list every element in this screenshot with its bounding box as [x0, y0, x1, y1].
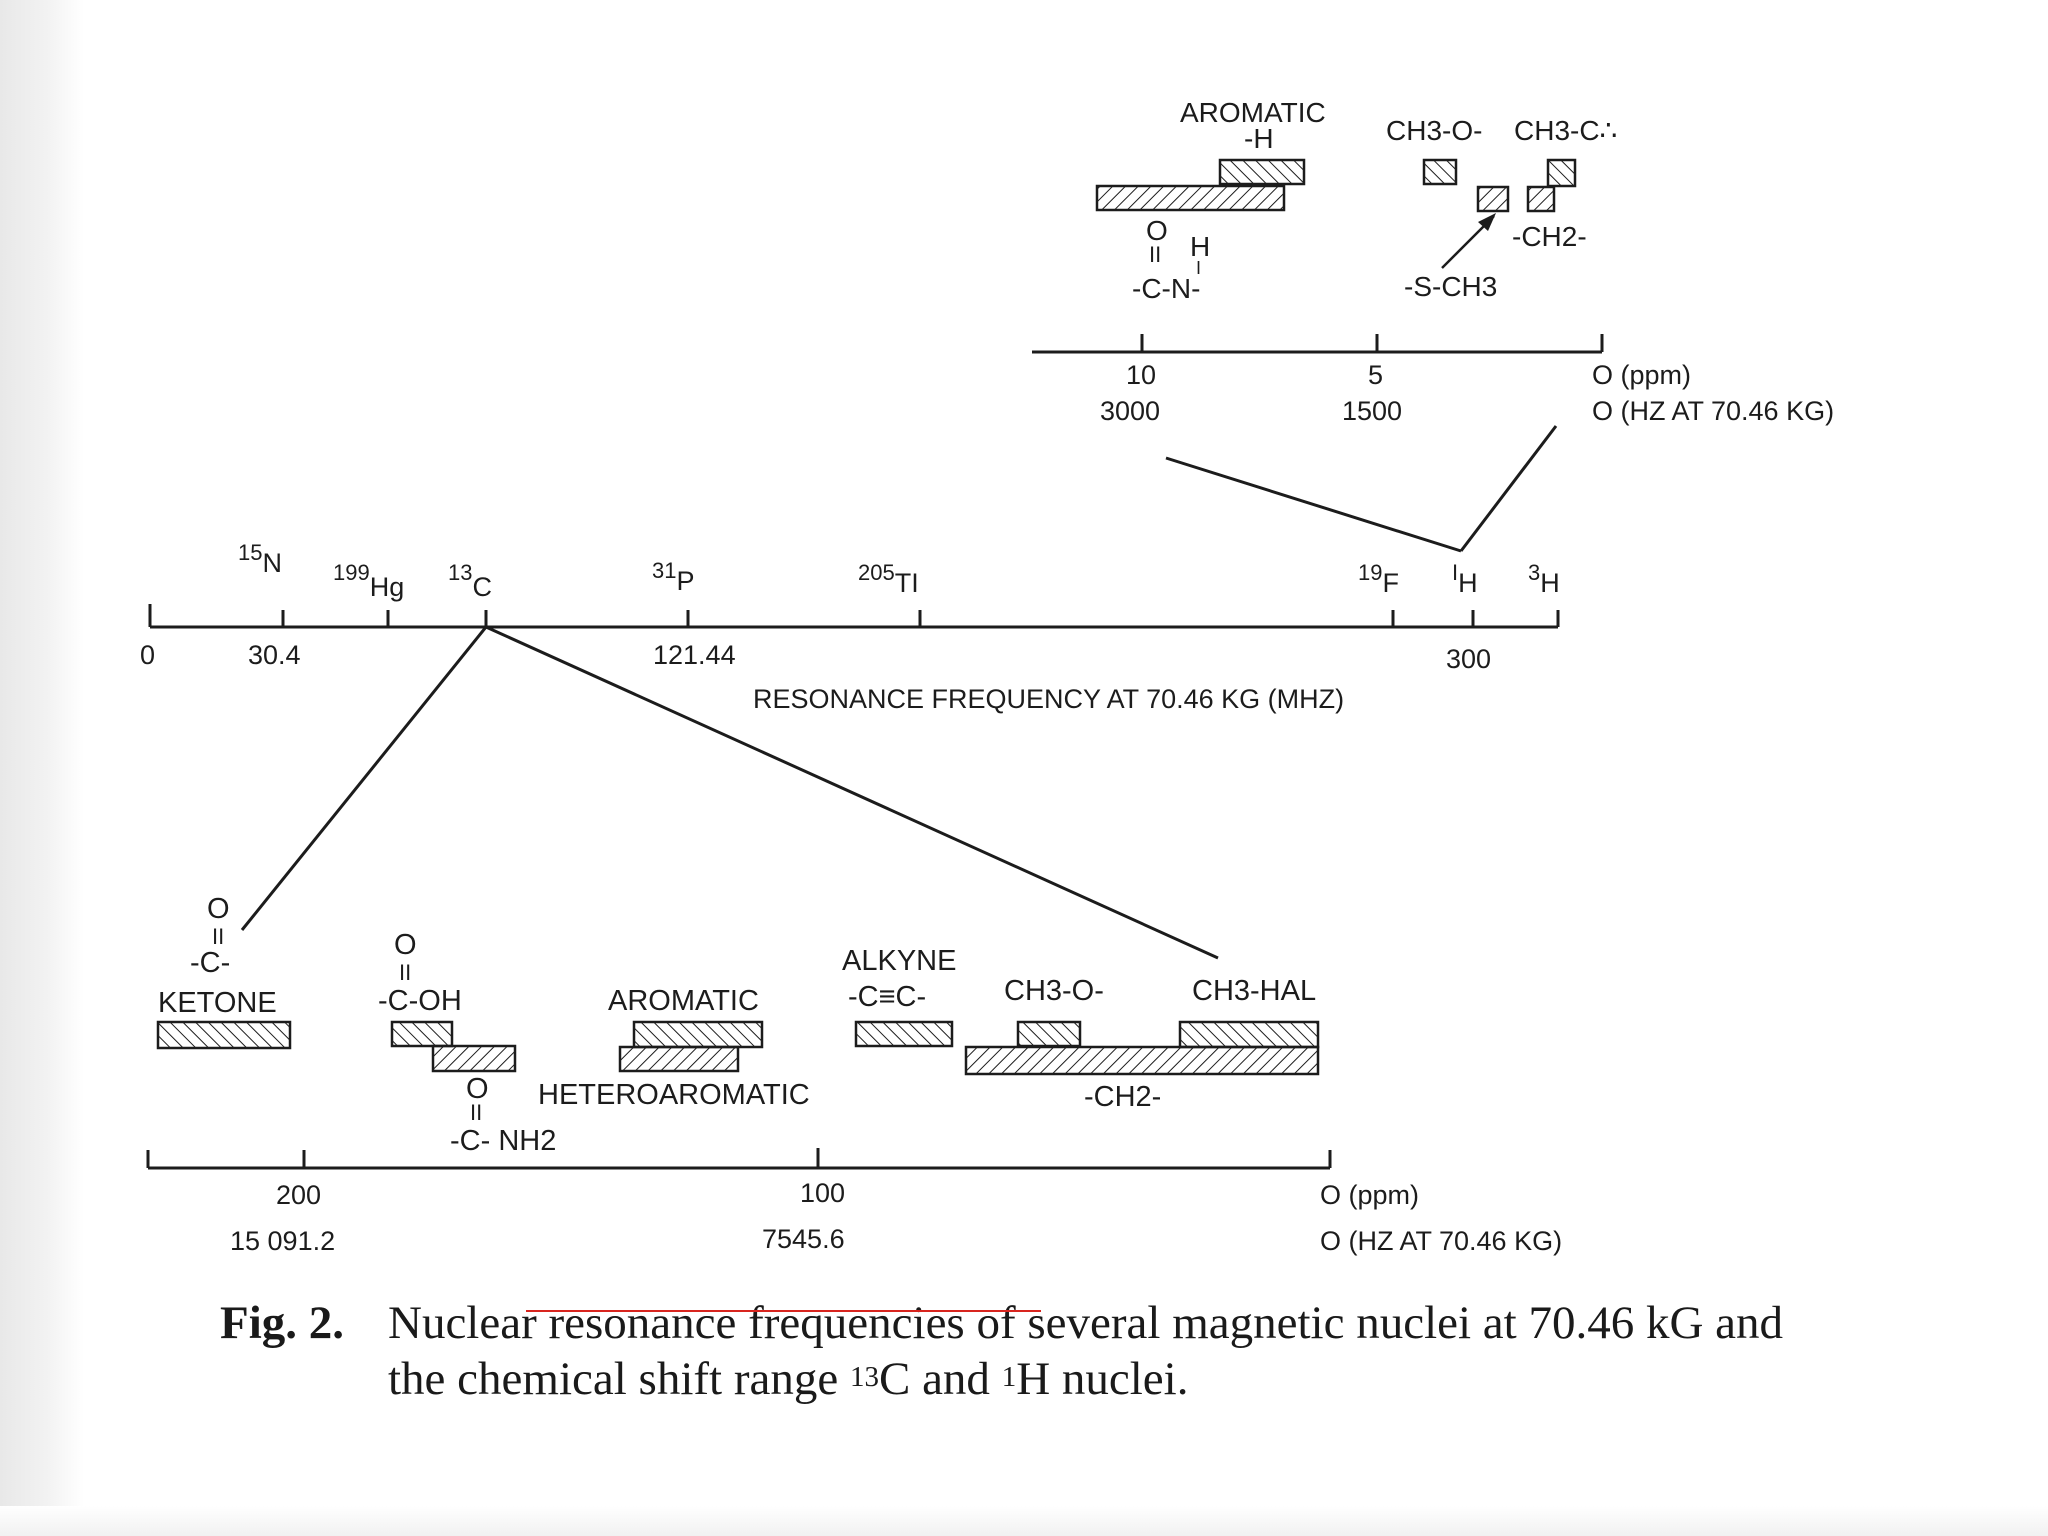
c13-amide-o: O	[466, 1073, 489, 1105]
c13-amide-dbl: II	[470, 1100, 482, 1125]
c13-ch3hal-bar	[1178, 1020, 1320, 1049]
c13-amide-label: -C- NH2	[450, 1125, 556, 1157]
c13-tick-hz0: O (HZ AT 70.46 KG)	[1320, 1226, 1562, 1256]
h1-ch3c-box	[1546, 158, 1577, 188]
nucleus-p31: 31P	[652, 558, 695, 596]
c13-tick-ppm0: O (ppm)	[1320, 1180, 1419, 1210]
nucleus-c13: 13C	[448, 560, 492, 602]
h1-amide-hbond: I	[1196, 258, 1201, 278]
c13-cooh-label: -C-OH	[378, 985, 462, 1017]
figure-caption: Fig. 2. Nuclear resonance frequencies of…	[220, 1295, 1783, 1407]
c13-heteroaromatic-label: HETEROAROMATIC	[538, 1079, 810, 1111]
red-annotation-strike	[526, 1310, 1041, 1312]
sch3-arrowhead	[1478, 213, 1496, 231]
h1-inset: 10 3000 5 1500 O (ppm) O (HZ AT 70.46 KG…	[1032, 97, 1834, 426]
page-shadow-left	[0, 0, 84, 1536]
c13-ch2-label: -CH2-	[1084, 1081, 1161, 1113]
h1-tick-ppm10: 10	[1126, 360, 1156, 390]
c13-ch2-bar	[964, 1045, 1320, 1076]
nucleus-hg199: 199Hg	[333, 560, 404, 602]
c13-ketone-dbl: II	[212, 924, 224, 949]
h1-amide-h: H	[1190, 231, 1210, 262]
c13-aromatic-label: AROMATIC	[608, 985, 759, 1017]
c13-ketone-label: KETONE	[158, 987, 277, 1019]
h1-aromatic-h-label: -H	[1244, 123, 1274, 154]
h1-sch3-label: -S-CH3	[1404, 271, 1497, 302]
tick-label-p31: 121.44	[653, 640, 736, 670]
nucleus-h3: 3H	[1528, 560, 1560, 598]
c13-alkyne-bond: -C≡C-	[848, 981, 926, 1013]
c13-tick-hz7545: 7545.6	[762, 1224, 845, 1254]
c13-cooh-bar	[390, 1020, 454, 1048]
c13-cooh-o: O	[394, 929, 417, 961]
h1-tick-hz3000: 3000	[1100, 396, 1160, 426]
h1-tick-hz1500: 1500	[1342, 396, 1402, 426]
nucleus-tl205: 205TI	[858, 560, 919, 598]
c13-inset: 200 15 091.2 100 7545.6 O (ppm) O (HZ AT…	[146, 893, 1562, 1256]
c13-ch3o-bar	[1016, 1020, 1082, 1048]
h1-amide-o: O	[1146, 215, 1168, 246]
c13-tick-hz15091: 15 091.2	[230, 1226, 335, 1256]
tick-label-n15: 30.4	[248, 640, 301, 670]
caption-line-2: the chemical shift range 13C and 1H nucl…	[388, 1353, 1189, 1405]
h1-aromatic-label: AROMATIC	[1180, 97, 1326, 128]
c13-amide-bar	[431, 1044, 517, 1073]
c13-alkyne-bar	[854, 1020, 954, 1048]
c13-ch3o-label: CH3-O-	[1004, 975, 1104, 1007]
c13-ketone-c: -C-	[190, 947, 230, 979]
h1-amide-label: -C-N-	[1132, 273, 1200, 304]
h1-amide-bar	[1095, 184, 1286, 212]
tick-label-zero: 0	[140, 640, 155, 670]
c13-ketone-bar	[156, 1020, 292, 1050]
c13-ch3hal-label: CH3-HAL	[1192, 975, 1316, 1007]
nucleus-f19: 19F	[1358, 560, 1399, 598]
h1-sch3-box	[1476, 185, 1510, 213]
c13-cooh-dbl: II	[399, 960, 411, 985]
c13-tick-ppm100: 100	[800, 1178, 845, 1208]
c13-alkyne-label: ALKYNE	[842, 945, 956, 977]
zoom-connectors	[240, 425, 1558, 960]
c13-ketone-o: O	[207, 893, 230, 925]
h1-ch3c-label: CH3-C∴	[1514, 115, 1617, 146]
c13-tick-ppm200: 200	[276, 1180, 321, 1210]
nucleus-h1: IH	[1452, 560, 1478, 598]
main-frequency-axis	[148, 604, 1560, 629]
h1-ch2-label: -CH2-	[1512, 221, 1587, 252]
h1-tick-ppm0: O (ppm)	[1592, 360, 1691, 390]
c13-aromatic-bar	[632, 1020, 764, 1049]
h1-amide-dbl: II	[1149, 242, 1161, 267]
h1-ch2-box	[1526, 185, 1556, 213]
tick-label-h1: 300	[1446, 644, 1491, 674]
h1-tick-hz0: O (HZ AT 70.46 KG)	[1592, 396, 1834, 426]
nucleus-n15: 15N	[238, 540, 282, 578]
h1-ch3o-box	[1422, 158, 1458, 186]
axis-title: RESONANCE FREQUENCY AT 70.46 KG (MHZ)	[753, 684, 1344, 714]
h1-tick-ppm5: 5	[1368, 360, 1383, 390]
h1-aromatic-bar	[1218, 158, 1306, 186]
h1-ch3o-label: CH3-O-	[1386, 115, 1482, 146]
caption-line-1: Nuclear resonance frequencies of several…	[388, 1297, 1784, 1349]
c13-heteroaromatic-bar	[618, 1045, 740, 1073]
page-shadow-bottom	[0, 1506, 2048, 1536]
caption-figure-number: Fig. 2.	[220, 1297, 345, 1349]
